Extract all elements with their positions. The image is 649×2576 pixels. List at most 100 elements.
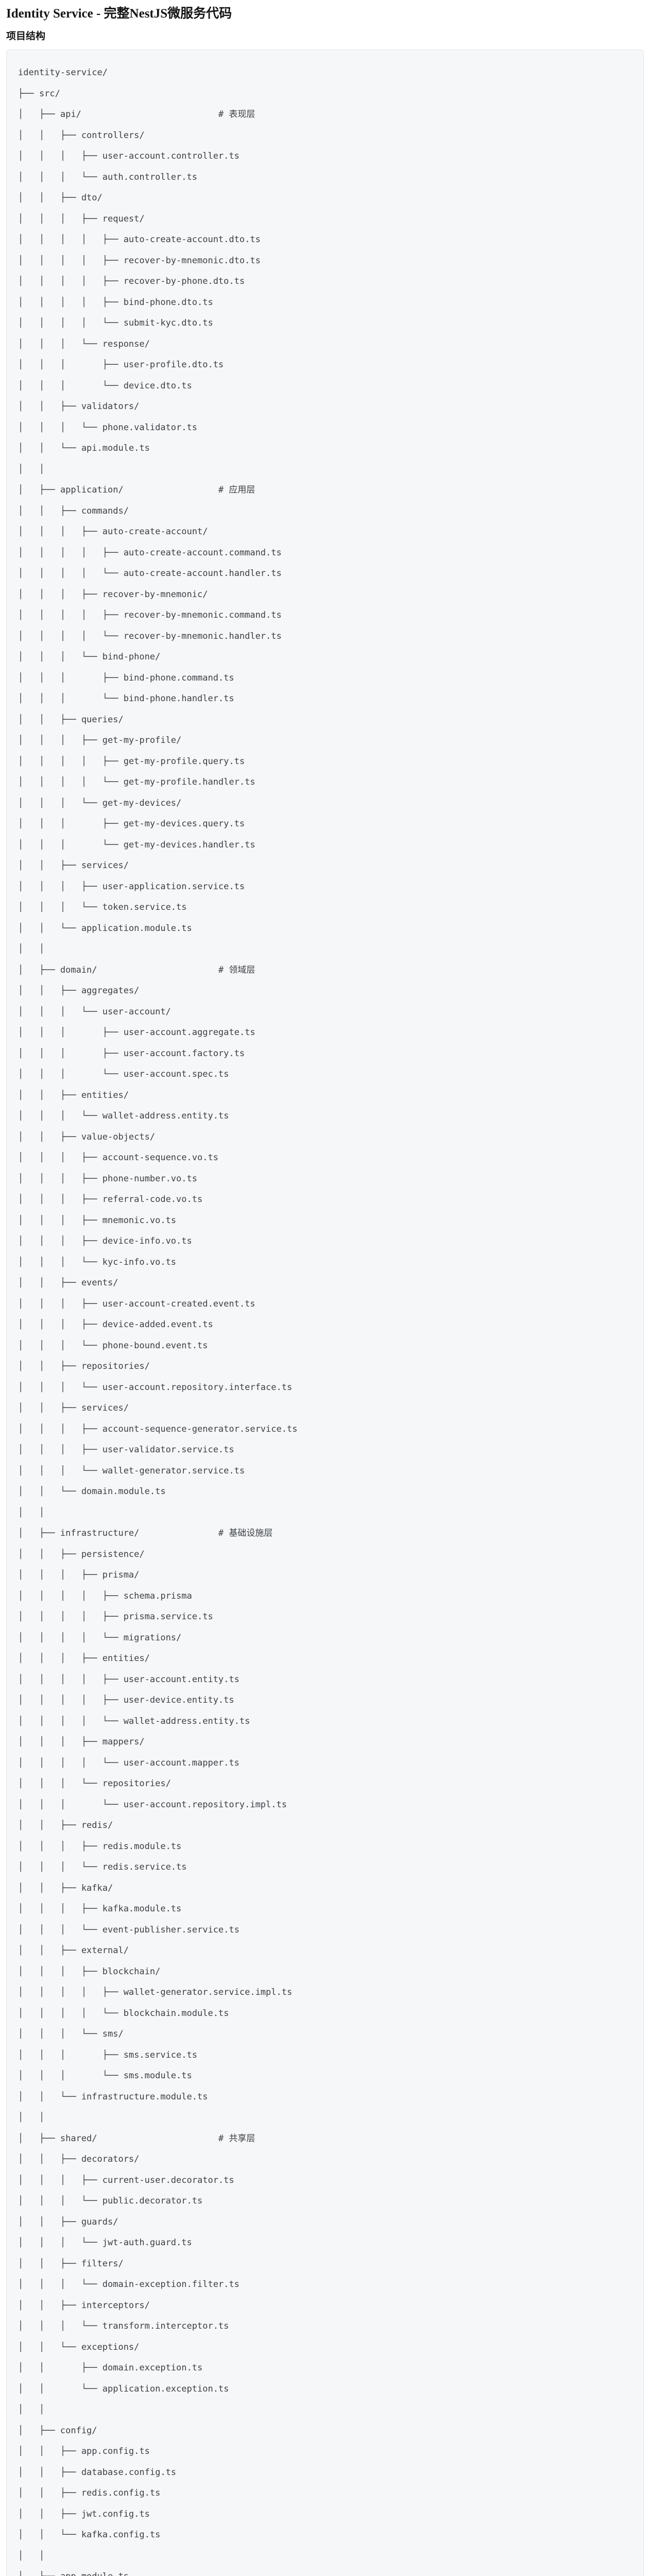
tree-line: │ ├── config/ <box>18 2425 97 2436</box>
tree-line: │ │ │ ├── current-user.decorator.ts <box>18 2175 234 2185</box>
tree-line: │ │ │ │ ├── recover-by-phone.dto.ts <box>18 276 245 286</box>
tree-line: │ │ ├── entities/ <box>18 1090 129 1100</box>
tree-line: │ │ ├── services/ <box>18 1403 129 1413</box>
tree-line: │ │ │ └── wallet-address.entity.ts <box>18 1111 229 1121</box>
tree-line: │ │ │ │ ├── get-my-profile.query.ts <box>18 756 245 767</box>
tree-line: │ ├── application/ # 应用层 <box>18 485 255 495</box>
tree-line: │ │ <box>18 464 45 474</box>
tree-line: │ │ │ │ ├── prisma.service.ts <box>18 1612 213 1622</box>
tree-line: │ │ │ ├── sms.service.ts <box>18 2049 197 2060</box>
tree-line: │ │ │ └── bind-phone.handler.ts <box>18 693 234 704</box>
tree-line: │ ├── domain/ # 领域层 <box>18 964 255 975</box>
tree-line: │ │ │ └── phone-bound.event.ts <box>18 1340 208 1351</box>
tree-line: │ │ │ │ ├── user-account.entity.ts <box>18 1674 240 1685</box>
tree-line: │ │ │ ├── entities/ <box>18 1653 150 1664</box>
tree-line: │ │ ├── redis/ <box>18 1820 113 1831</box>
tree-line: │ │ │ ├── referral-code.vo.ts <box>18 1194 203 1205</box>
tree-line: │ │ │ │ ├── bind-phone.dto.ts <box>18 297 213 308</box>
tree-line: │ │ │ └── public.decorator.ts <box>18 2196 203 2206</box>
tree-line: │ │ │ └── bind-phone/ <box>18 652 161 662</box>
tree-line: │ │ │ ├── account-sequence-generator.ser… <box>18 1423 298 1434</box>
tree-line: │ │ │ │ └── get-my-profile.handler.ts <box>18 777 255 787</box>
tree-line: │ │ │ │ └── migrations/ <box>18 1632 182 1643</box>
tree-line: │ ├── shared/ # 共享层 <box>18 2133 255 2144</box>
tree-line: │ │ │ └── token.service.ts <box>18 902 187 912</box>
tree-line: │ │ │ │ ├── wallet-generator.service.imp… <box>18 1987 293 1997</box>
tree-line: │ │ ├── jwt.config.ts <box>18 2509 150 2519</box>
tree-line: │ │ └── infrastructure.module.ts <box>18 2091 208 2102</box>
tree-line: │ │ │ └── event-publisher.service.ts <box>18 1924 240 1935</box>
tree-line: │ │ ├── redis.config.ts <box>18 2488 161 2498</box>
tree-line: │ │ │ ├── blockchain/ <box>18 1966 161 1977</box>
tree-line: │ │ │ └── get-my-devices.handler.ts <box>18 839 255 850</box>
tree-line: │ │ │ └── domain-exception.filter.ts <box>18 2279 240 2290</box>
file-tree: identity-service/├── src/│ ├── api/ # 表现… <box>18 62 632 2576</box>
code-block: identity-service/├── src/│ ├── api/ # 表现… <box>6 49 644 2576</box>
tree-line: │ │ ├── database.config.ts <box>18 2467 177 2478</box>
tree-line: │ │ │ ├── get-my-devices.query.ts <box>18 819 245 829</box>
tree-line: │ │ │ └── redis.service.ts <box>18 1862 187 1872</box>
tree-line: │ │ │ │ ├── auto-create-account.command.… <box>18 547 282 558</box>
tree-line: │ │ │ └── sms/ <box>18 2029 124 2039</box>
tree-line: │ │ <box>18 2112 45 2123</box>
tree-line: │ │ │ │ └── auto-create-account.handler.… <box>18 568 282 579</box>
tree-line: │ │ │ ├── user-account.controller.ts <box>18 151 240 161</box>
tree-line: │ │ └── domain.module.ts <box>18 1486 166 1497</box>
tree-line: │ │ │ └── phone.validator.ts <box>18 422 197 433</box>
tree-line: │ ├── infrastructure/ # 基础设施层 <box>18 1528 273 1538</box>
tree-line: │ │ │ ├── device-added.event.ts <box>18 1319 213 1330</box>
tree-line: │ │ │ │ └── submit-kyc.dto.ts <box>18 318 213 328</box>
tree-line: │ │ ├── services/ <box>18 860 129 871</box>
tree-line: │ │ ├── controllers/ <box>18 130 145 141</box>
tree-line: │ │ <box>18 2404 45 2415</box>
tree-line: │ │ │ ├── user-account.factory.ts <box>18 1048 245 1059</box>
tree-line: │ │ ├── kafka/ <box>18 1883 113 1893</box>
tree-line: │ │ │ └── repositories/ <box>18 1778 171 1789</box>
tree-line: │ │ │ ├── prisma/ <box>18 1570 140 1580</box>
tree-line: │ │ │ └── auth.controller.ts <box>18 172 197 182</box>
tree-line: │ │ ├── app.config.ts <box>18 2446 150 2456</box>
tree-line: │ │ │ ├── mnemonic.vo.ts <box>18 1215 177 1226</box>
tree-line: │ │ │ ├── mappers/ <box>18 1737 145 1747</box>
tree-line: │ │ │ │ └── blockchain.module.ts <box>18 2008 229 2019</box>
tree-line: │ │ │ ├── recover-by-mnemonic/ <box>18 589 208 600</box>
tree-line: │ │ │ └── jwt-auth.guard.ts <box>18 2238 192 2248</box>
tree-line: │ │ ├── persistence/ <box>18 1549 145 1560</box>
tree-line: │ │ └── kafka.config.ts <box>18 2530 161 2540</box>
tree-line: │ │ │ ├── get-my-profile/ <box>18 735 182 745</box>
tree-line: │ │ │ ├── device-info.vo.ts <box>18 1236 192 1246</box>
section-heading-project-structure: 项目结构 <box>6 31 46 42</box>
tree-line: │ │ │ ├── user-account.aggregate.ts <box>18 1027 255 1038</box>
tree-line: │ │ │ └── user-account.spec.ts <box>18 1069 229 1079</box>
tree-line: │ │ │ ├── user-validator.service.ts <box>18 1445 234 1455</box>
tree-line: │ │ ├── external/ <box>18 1945 129 1956</box>
tree-line: │ │ │ └── get-my-devices/ <box>18 798 182 808</box>
tree-line: ├── src/ <box>18 88 60 99</box>
tree-line: │ │ <box>18 2550 45 2561</box>
tree-line: │ │ └── exceptions/ <box>18 2342 140 2352</box>
tree-line: │ │ ├── domain.exception.ts <box>18 2363 203 2373</box>
tree-line: │ │ │ │ └── user-account.mapper.ts <box>18 1757 240 1768</box>
tree-line: │ ├── app.module.ts <box>18 2566 632 2576</box>
tree-line: │ │ │ ├── user-account-created.event.ts <box>18 1298 255 1309</box>
tree-line: │ │ ├── repositories/ <box>18 1361 150 1371</box>
tree-line: │ │ <box>18 944 45 954</box>
tree-line: │ │ ├── commands/ <box>18 505 129 516</box>
tree-line: │ │ │ │ ├── schema.prisma <box>18 1590 192 1601</box>
tree-line: │ │ │ │ ├── auto-create-account.dto.ts <box>18 234 261 245</box>
tree-line: │ │ │ │ ├── user-device.entity.ts <box>18 1695 234 1705</box>
tree-line: │ │ │ └── sms.module.ts <box>18 2071 192 2081</box>
tree-line: │ │ │ ├── bind-phone.command.ts <box>18 672 234 683</box>
tree-line: │ │ ├── events/ <box>18 1278 118 1288</box>
tree-line: identity-service/ <box>18 67 108 78</box>
tree-line: │ │ ├── value-objects/ <box>18 1131 156 1142</box>
tree-line: │ │ ├── decorators/ <box>18 2154 140 2164</box>
tree-line: │ │ │ ├── request/ <box>18 213 145 224</box>
tree-line: │ │ ├── validators/ <box>18 401 140 412</box>
tree-line: │ │ ├── guards/ <box>18 2216 118 2227</box>
tree-line: │ │ │ ├── phone-number.vo.ts <box>18 1173 197 1184</box>
tree-line: │ │ └── application.module.ts <box>18 923 192 934</box>
page-title: Identity Service - 完整NestJS微服务代码 <box>6 7 232 21</box>
tree-line: │ │ │ └── transform.interceptor.ts <box>18 2321 229 2331</box>
